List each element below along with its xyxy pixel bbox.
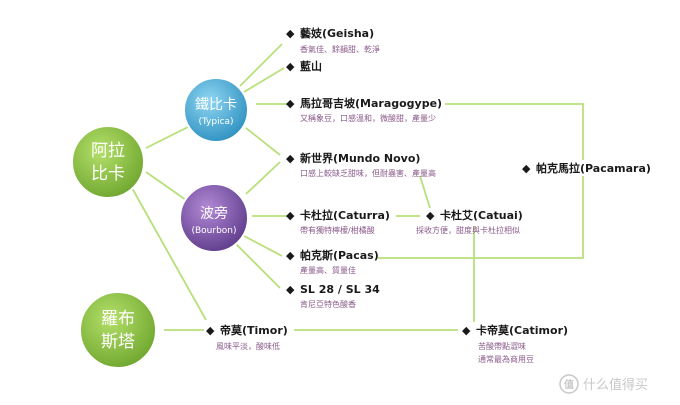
- timor-desc: 風味平淡，酸味低: [216, 341, 280, 351]
- maragogype-desc: 又稱象豆，口感溫和，微酸甜，產量少: [300, 113, 436, 123]
- variety-mundo-novo: ◆ 新世界(Mundo Novo) 口感上較缺乏甜味，但耐蟲害、產量高: [286, 151, 436, 178]
- zhi-logo-icon: [559, 374, 579, 394]
- diamond-icon: ◆: [426, 209, 435, 222]
- catimor-desc-2: 通常最為商用豆: [478, 354, 534, 364]
- variety-maragogype: ◆ 馬拉哥吉坡(Maragogype) 又稱象豆，口感溫和，微酸甜，產量少: [286, 96, 442, 123]
- node-robusta: 羅布 斯塔: [79, 291, 157, 369]
- watermark: 值 什么值得买: [559, 374, 648, 394]
- zhi-logo-glyph: 值: [564, 378, 574, 391]
- robusta-label-line1: 羅布: [101, 309, 135, 329]
- variety-caturra: ◆ 卡杜拉(Caturra) 帶有獨特檸檬/柑橘酸: [286, 208, 390, 235]
- pacas-name: 帕克斯(Pacas): [300, 248, 379, 262]
- catimor-name: 卡帝莫(Catimor): [476, 323, 568, 337]
- diamond-icon: ◆: [206, 324, 215, 337]
- caturra-desc: 帶有獨特檸檬/柑橘酸: [300, 225, 375, 235]
- variety-blue-mountain: ◆ 藍山: [286, 59, 322, 73]
- diamond-icon: ◆: [286, 27, 295, 40]
- diamond-icon: ◆: [286, 60, 295, 73]
- diamond-icon: ◆: [286, 152, 295, 165]
- maragogype-name: 馬拉哥吉坡(Maragogype): [300, 96, 442, 110]
- line-typica-geisha: [239, 43, 283, 87]
- catuai-desc: 採收方便，甜度與卡杜拉相似: [416, 225, 520, 235]
- mundo-novo-name: 新世界(Mundo Novo): [300, 151, 420, 165]
- variety-pacas: ◆ 帕克斯(Pacas) 產量高、質量佳: [286, 248, 379, 275]
- line-arabica-timor: [131, 187, 207, 321]
- arabica-label-line1: 阿拉: [91, 141, 125, 161]
- watermark-text: 什么值得买: [583, 377, 648, 393]
- typica-label: 鐵比卡: [195, 96, 237, 113]
- bourbon-latin: (Bourbon): [191, 226, 236, 236]
- diamond-icon: ◆: [286, 209, 295, 222]
- diamond-icon: ◆: [286, 283, 295, 296]
- diamond-icon: ◆: [286, 249, 295, 262]
- line-mundonovo-catuai: [419, 175, 431, 209]
- catuai-name: 卡杜艾(Catuai): [440, 208, 523, 222]
- sl-name: SL 28 / SL 34: [300, 283, 380, 296]
- sl-desc: 肯尼亞特色酸香: [300, 299, 356, 309]
- line-bourbon-sl: [235, 243, 281, 289]
- timor-name: 帝莫(Timor): [220, 323, 288, 337]
- geisha-name: 藝妓(Geisha): [300, 26, 374, 40]
- variety-pacamara: ◆ 帕克馬拉(Pacamara): [522, 161, 651, 175]
- node-typica: 鐵比卡 (Typica): [183, 77, 249, 143]
- variety-catimor: ◆ 卡帝莫(Catimor) 苦酸帶點澀味 通常最為商用豆: [462, 323, 568, 364]
- bourbon-label: 波旁: [200, 205, 228, 222]
- diamond-icon: ◆: [462, 324, 471, 337]
- geisha-desc: 香氣佳、餘韻甜、乾淨: [300, 44, 380, 54]
- node-arabica: 阿拉 比卡: [71, 125, 145, 199]
- pacas-desc: 產量高、質量佳: [300, 265, 356, 275]
- mundo-novo-desc: 口感上較缺乏甜味，但耐蟲害、產量高: [300, 168, 436, 178]
- diamond-icon: ◆: [286, 97, 295, 110]
- line-bourbon-mundonovo: [245, 161, 281, 195]
- node-bourbon: 波旁 (Bourbon): [179, 183, 249, 253]
- line-arabica-bourbon: [145, 171, 187, 201]
- line-typica-mundonovo: [245, 127, 281, 156]
- line-bourbon-pacas: [243, 235, 283, 257]
- variety-timor: ◆ 帝莫(Timor) 風味平淡，酸味低: [206, 323, 288, 351]
- typica-latin: (Typica): [198, 117, 233, 127]
- blue-mountain-name: 藍山: [300, 59, 322, 73]
- variety-geisha: ◆ 藝妓(Geisha) 香氣佳、餘韻甜、乾淨: [286, 26, 380, 54]
- robusta-label-line2: 斯塔: [101, 332, 135, 352]
- line-pacas-pacamara: [378, 176, 584, 259]
- diamond-icon: ◆: [522, 162, 531, 175]
- caturra-name: 卡杜拉(Caturra): [300, 208, 390, 222]
- line-maragogype-pacamara: [445, 103, 584, 160]
- variety-catuai: ◆ 卡杜艾(Catuai) 採收方便，甜度與卡杜拉相似: [416, 208, 523, 235]
- connector-lines: [131, 43, 584, 331]
- line-typica-bluemountain: [243, 67, 285, 93]
- pacamara-name: 帕克馬拉(Pacamara): [536, 161, 651, 175]
- arabica-label-line2: 比卡: [91, 164, 125, 184]
- catimor-desc-1: 苦酸帶點澀味: [478, 341, 526, 351]
- line-arabica-typica: [145, 125, 191, 149]
- variety-sl: ◆ SL 28 / SL 34 肯尼亞特色酸香: [286, 283, 380, 309]
